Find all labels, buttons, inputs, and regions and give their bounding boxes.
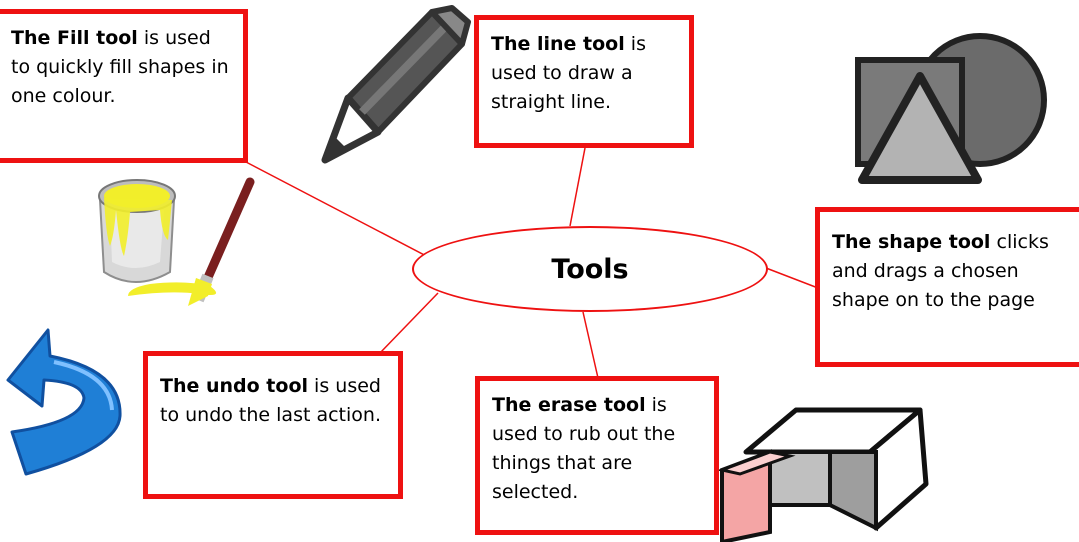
connector-undo bbox=[380, 293, 438, 353]
shapes-icon bbox=[858, 36, 1044, 180]
connector-fill bbox=[246, 162, 432, 259]
center-topic: Tools bbox=[412, 226, 768, 312]
shape-tool-box: The shape tool clicks and drags a chosen… bbox=[815, 207, 1079, 367]
connector-shape bbox=[766, 268, 818, 288]
fill-tool-box: The Fill tool is used to quickly fill sh… bbox=[0, 9, 248, 163]
undo-tool-box: The undo tool is used to undo the last a… bbox=[143, 351, 403, 499]
shape-tool-title: The shape tool bbox=[832, 231, 990, 253]
connector-erase bbox=[583, 312, 598, 378]
line-tool-box: The line tool is used to draw a straight… bbox=[474, 15, 694, 148]
eraser-icon bbox=[722, 410, 926, 542]
paint-bucket-icon bbox=[99, 180, 250, 306]
erase-tool-box: The erase tool is used to rub out the th… bbox=[475, 376, 719, 535]
center-label: Tools bbox=[551, 254, 628, 285]
undo-tool-title: The undo tool bbox=[160, 375, 308, 397]
erase-tool-title: The erase tool bbox=[492, 394, 646, 416]
fill-tool-title: The Fill tool bbox=[11, 27, 138, 49]
connector-line bbox=[570, 148, 585, 226]
pencil-icon bbox=[325, 8, 468, 160]
undo-arrow-icon bbox=[8, 330, 120, 474]
line-tool-title: The line tool bbox=[491, 33, 625, 55]
